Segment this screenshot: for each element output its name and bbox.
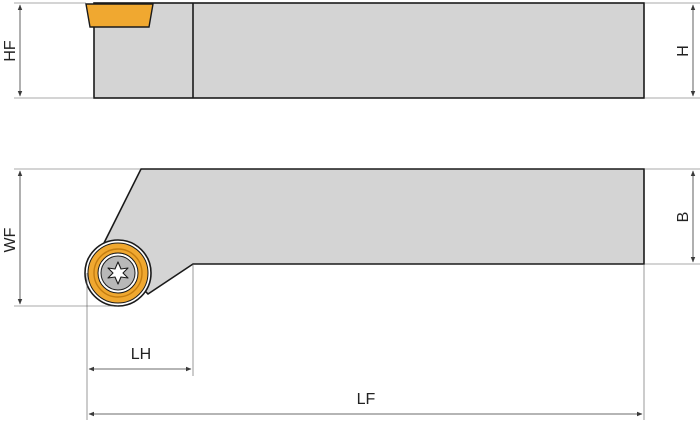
holder-shank-side [93, 2, 645, 99]
wf-label: WF [2, 227, 19, 252]
hf-dimension: HF [2, 2, 94, 99]
h-dimension: H [644, 2, 700, 99]
wf-dimension: WF [2, 168, 141, 307]
h-label: H [675, 45, 692, 57]
hf-label: HF [2, 40, 19, 62]
insert-top [84, 239, 152, 307]
lh-dimension: LH [86, 264, 194, 420]
b-label: B [675, 212, 692, 223]
lf-label: LF [357, 391, 376, 408]
torx-recess-icon [107, 261, 129, 285]
side-view [85, 2, 645, 99]
b-dimension: B [644, 168, 700, 265]
lh-label: LH [131, 346, 151, 363]
lf-dimension: LF [88, 264, 645, 420]
holder-shank-top [101, 168, 645, 296]
top-view [84, 168, 645, 307]
insert-side [85, 3, 154, 28]
